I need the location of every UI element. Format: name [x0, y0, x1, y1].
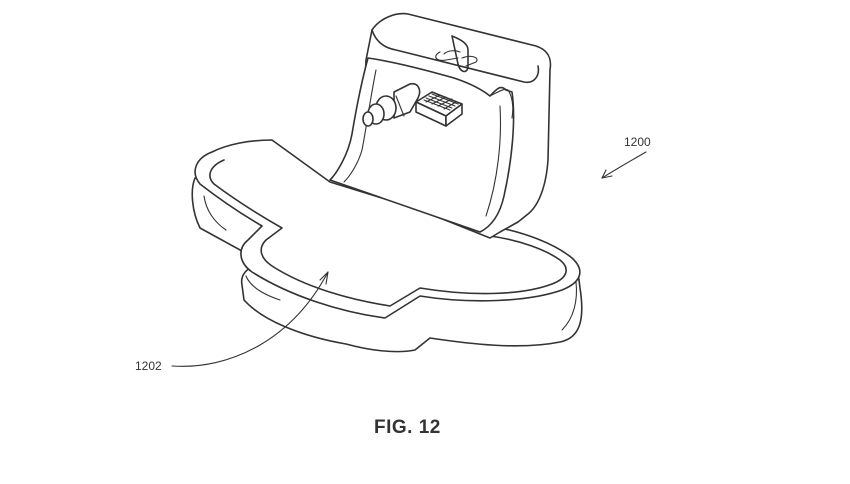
ref-label-1202: 1202 — [135, 359, 162, 373]
usb-port-icon — [415, 91, 463, 127]
housing-inner-curve-right — [485, 105, 502, 217]
housing-inner-curve — [343, 69, 377, 183]
leader-arrow-1202 — [171, 271, 329, 367]
base-top-surface — [194, 139, 581, 319]
ref-label-1200: 1200 — [624, 135, 651, 149]
housing-opening — [329, 57, 515, 233]
audio-jack-icon — [362, 82, 421, 127]
charging-dock-base — [191, 139, 583, 353]
housing-right-ear — [489, 88, 514, 119]
base-wing-edge — [245, 275, 281, 301]
playstation-logo-icon — [435, 35, 478, 73]
figure-caption: FIG. 12 — [374, 417, 441, 438]
arrow-head-1202 — [319, 271, 329, 285]
reference-1200: 1200 — [601, 135, 651, 179]
base-right-edge — [561, 281, 578, 331]
arrow-head-1200 — [601, 169, 613, 179]
base-inner-rim — [209, 159, 567, 307]
housing-top-ridge — [371, 29, 540, 84]
dock-back-housing — [329, 12, 552, 239]
leader-arrow-1200 — [601, 151, 647, 179]
reference-1202: 1202 — [135, 271, 329, 373]
base-front-edge — [203, 195, 227, 231]
